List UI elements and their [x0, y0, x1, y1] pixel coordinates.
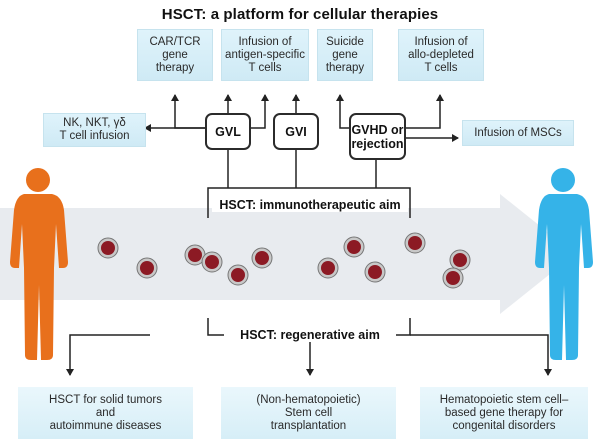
stem-cell-icon [449, 249, 471, 271]
stem-cell-icon [184, 244, 206, 266]
infusion-of-mscs-box: Infusion of MSCs [462, 120, 574, 146]
stem-cell-icon [404, 232, 426, 254]
recipient-figure-icon [535, 168, 593, 360]
gvhd-rejection-box: GVHD or rejection [349, 113, 406, 160]
antigen-specific-t-cells-box: Infusion of antigen-specific T cells [221, 29, 309, 81]
immunotherapeutic-aim-label: HSCT: immunotherapeutic aim [212, 198, 408, 212]
gvl-box: GVL [205, 113, 251, 150]
gvi-box: GVI [273, 113, 319, 150]
stem-cell-icon [251, 247, 273, 269]
stem-cell-icon [201, 251, 223, 273]
transplant-arrow [0, 194, 575, 314]
regenerative-aim-label: HSCT: regenerative aim [224, 328, 396, 342]
allo-depleted-t-cells-box: Infusion of allo-depleted T cells [398, 29, 484, 81]
stem-cell-icon [364, 261, 386, 283]
stem-cell-icon [136, 257, 158, 279]
suicide-gene-therapy-box: Suicide gene therapy [317, 29, 373, 81]
car-tcr-gene-therapy-box: CAR/TCR gene therapy [137, 29, 213, 81]
stem-cells [97, 232, 471, 289]
stem-cell-icon [227, 264, 249, 286]
stem-cell-icon [317, 257, 339, 279]
gene-therapy-congenital-box: Hematopoietic stem cell– based gene ther… [420, 387, 588, 439]
stem-cell-icon [97, 237, 119, 259]
nk-nkt-t-cell-infusion-box: NK, NKT, γδ T cell infusion [43, 113, 146, 147]
diagram-title: HSCT: a platform for cellular therapies [161, 6, 439, 23]
stem-cell-icon [343, 236, 365, 258]
stem-cell-icon [442, 267, 464, 289]
solid-tumors-autoimmune-box: HSCT for solid tumors and autoimmune dis… [18, 387, 193, 439]
stem-cell-transplantation-box: (Non-hematopoietic) Stem cell transplant… [221, 387, 396, 439]
donor-figure-icon [10, 168, 68, 360]
